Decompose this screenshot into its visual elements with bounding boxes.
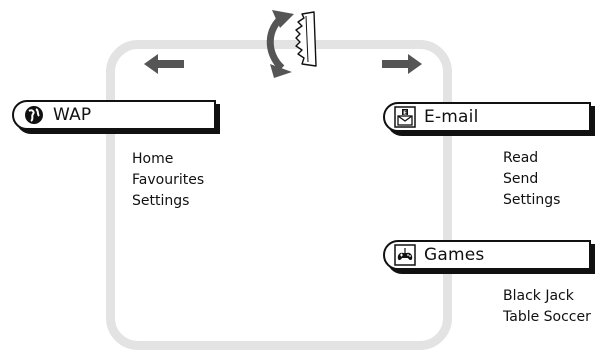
mail-icon: E: [394, 106, 416, 128]
svg-text:E: E: [403, 110, 407, 116]
wap-item-settings[interactable]: Settings: [132, 193, 190, 209]
games-submenu: Black Jack Table Soccer: [503, 286, 591, 328]
wap-item-home[interactable]: Home: [132, 151, 174, 167]
email-submenu: Read Send Settings: [503, 148, 560, 211]
menu-games-label: Games: [424, 245, 485, 265]
games-item-black-jack[interactable]: Black Jack: [503, 288, 574, 304]
wap-item-favourites[interactable]: Favourites: [132, 172, 205, 188]
menu-email[interactable]: E E-mail: [383, 102, 591, 132]
email-item-settings[interactable]: Settings: [503, 192, 561, 208]
games-item-table-soccer[interactable]: Table Soccer: [503, 309, 591, 325]
menu-games[interactable]: Games: [383, 240, 591, 270]
menu-wap[interactable]: WAP: [12, 100, 216, 130]
gamepad-icon: [394, 244, 416, 266]
globe-icon: [23, 104, 45, 126]
wap-submenu: Home Favourites Settings: [132, 149, 204, 212]
email-item-send[interactable]: Send: [503, 171, 539, 187]
right-arrow-icon: [382, 54, 422, 74]
scroll-wheel-icon: [266, 10, 317, 78]
email-item-read[interactable]: Read: [503, 150, 539, 166]
menu-email-label: E-mail: [424, 107, 479, 127]
left-arrow-icon: [144, 54, 184, 74]
menu-wap-label: WAP: [53, 105, 92, 125]
